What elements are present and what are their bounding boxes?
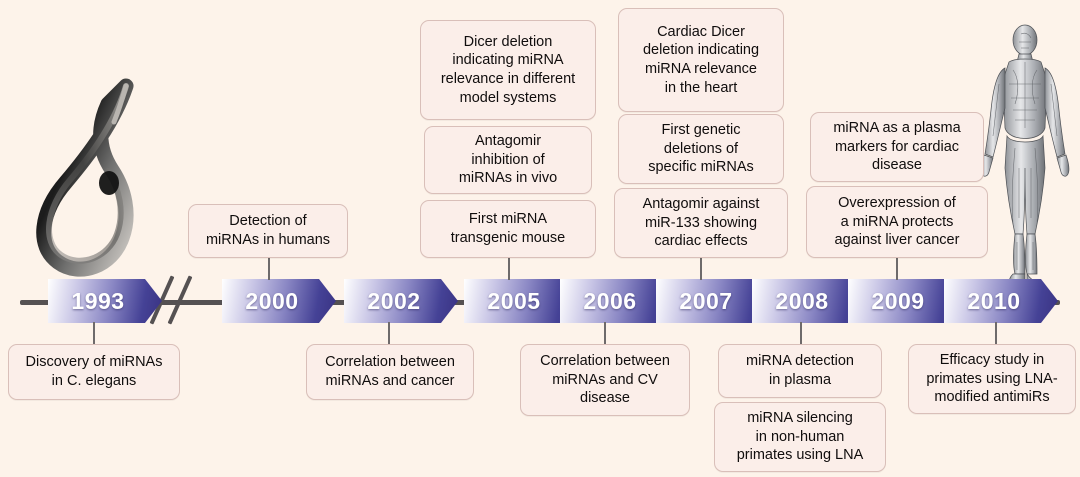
milestone-box-2010[interactable]: Efficacy study in primates using LNA- mo… xyxy=(908,344,1076,414)
year-marker-2009[interactable]: 2009 xyxy=(848,279,962,323)
year-marker-2008[interactable]: 2008 xyxy=(752,279,866,323)
milestone-text: Antagomir inhibition of miRNAs in vivo xyxy=(458,133,558,187)
c-elegans-micrograph xyxy=(36,78,134,277)
milestone-text: Correlation between miRNAs and CV diseas… xyxy=(540,353,670,407)
milestone-text: Overexpression of a miRNA protects again… xyxy=(834,195,960,249)
year-label: 2006 xyxy=(583,287,637,314)
connector-2000 xyxy=(268,258,270,280)
year-marker-2007[interactable]: 2007 xyxy=(656,279,770,323)
milestone-text: Antagomir against miR-133 showing cardia… xyxy=(642,196,760,250)
year-label: 1993 xyxy=(71,287,125,314)
milestone-text: miRNA detection in plasma xyxy=(746,353,854,388)
milestone-text: Discovery of miRNAs in C. elegans xyxy=(25,354,163,389)
milestone-text: Dicer deletion indicating miRNA relevanc… xyxy=(440,33,576,106)
milestone-box-2009-bottom[interactable]: Overexpression of a miRNA protects again… xyxy=(806,186,988,258)
milestone-text: miRNA as a plasma markers for cardiac di… xyxy=(833,120,961,174)
connector-2002 xyxy=(388,322,390,344)
year-marker-2002[interactable]: 2002 xyxy=(344,279,458,323)
milestone-box-2002[interactable]: Correlation between miRNAs and cancer xyxy=(306,344,474,400)
milestone-box-2007-bottom[interactable]: Antagomir against miR-133 showing cardia… xyxy=(614,188,788,258)
milestone-box-2005-top[interactable]: Dicer deletion indicating miRNA relevanc… xyxy=(420,20,596,120)
year-label: 2008 xyxy=(775,287,829,314)
year-label: 2002 xyxy=(367,287,421,314)
year-marker-1993[interactable]: 1993 xyxy=(48,279,162,323)
milestone-text: miRNA silencing in non-human primates us… xyxy=(736,410,864,464)
milestone-box-1993[interactable]: Discovery of miRNAs in C. elegans xyxy=(8,344,180,400)
connector-2010 xyxy=(995,322,997,344)
milestone-box-2005-middle[interactable]: Antagomir inhibition of miRNAs in vivo xyxy=(424,126,592,194)
connector-2009 xyxy=(896,258,898,280)
year-label: 2010 xyxy=(967,287,1021,314)
milestone-box-2009-top[interactable]: miRNA as a plasma markers for cardiac di… xyxy=(810,112,984,182)
milestone-box-2005-bottom[interactable]: First miRNA transgenic mouse xyxy=(420,200,596,258)
milestone-box-2008-bottom[interactable]: miRNA silencing in non-human primates us… xyxy=(714,402,886,472)
year-label: 2007 xyxy=(679,287,733,314)
connector-2006 xyxy=(604,322,606,344)
milestone-box-2008-top[interactable]: miRNA detection in plasma xyxy=(718,344,882,398)
year-marker-2010[interactable]: 2010 xyxy=(944,279,1058,323)
year-label: 2005 xyxy=(487,287,541,314)
milestone-text: Detection of miRNAs in humans xyxy=(205,213,331,248)
milestone-box-2007-middle[interactable]: First genetic deletions of specific miRN… xyxy=(618,114,784,184)
year-label: 2009 xyxy=(871,287,925,314)
connector-2007 xyxy=(700,258,702,280)
milestone-box-2007-top[interactable]: Cardiac Dicer deletion indicating miRNA … xyxy=(618,8,784,112)
year-marker-2000[interactable]: 2000 xyxy=(222,279,336,323)
milestone-text: Correlation between miRNAs and cancer xyxy=(325,354,455,389)
connector-2008 xyxy=(800,322,802,344)
milestone-text: Cardiac Dicer deletion indicating miRNA … xyxy=(642,23,760,96)
connector-2005 xyxy=(508,258,510,280)
year-marker-2005[interactable]: 2005 xyxy=(464,279,578,323)
human-anatomy-illustration xyxy=(980,24,1070,284)
milestone-text: First miRNA transgenic mouse xyxy=(450,211,566,246)
connector-1993 xyxy=(93,322,95,344)
year-label: 2000 xyxy=(245,287,299,314)
milestone-text: First genetic deletions of specific miRN… xyxy=(648,122,754,176)
milestone-box-2006[interactable]: Correlation between miRNAs and CV diseas… xyxy=(520,344,690,416)
year-marker-2006[interactable]: 2006 xyxy=(560,279,674,323)
milestone-box-2000[interactable]: Detection of miRNAs in humans xyxy=(188,204,348,258)
milestone-text: Efficacy study in primates using LNA- mo… xyxy=(926,352,1058,406)
